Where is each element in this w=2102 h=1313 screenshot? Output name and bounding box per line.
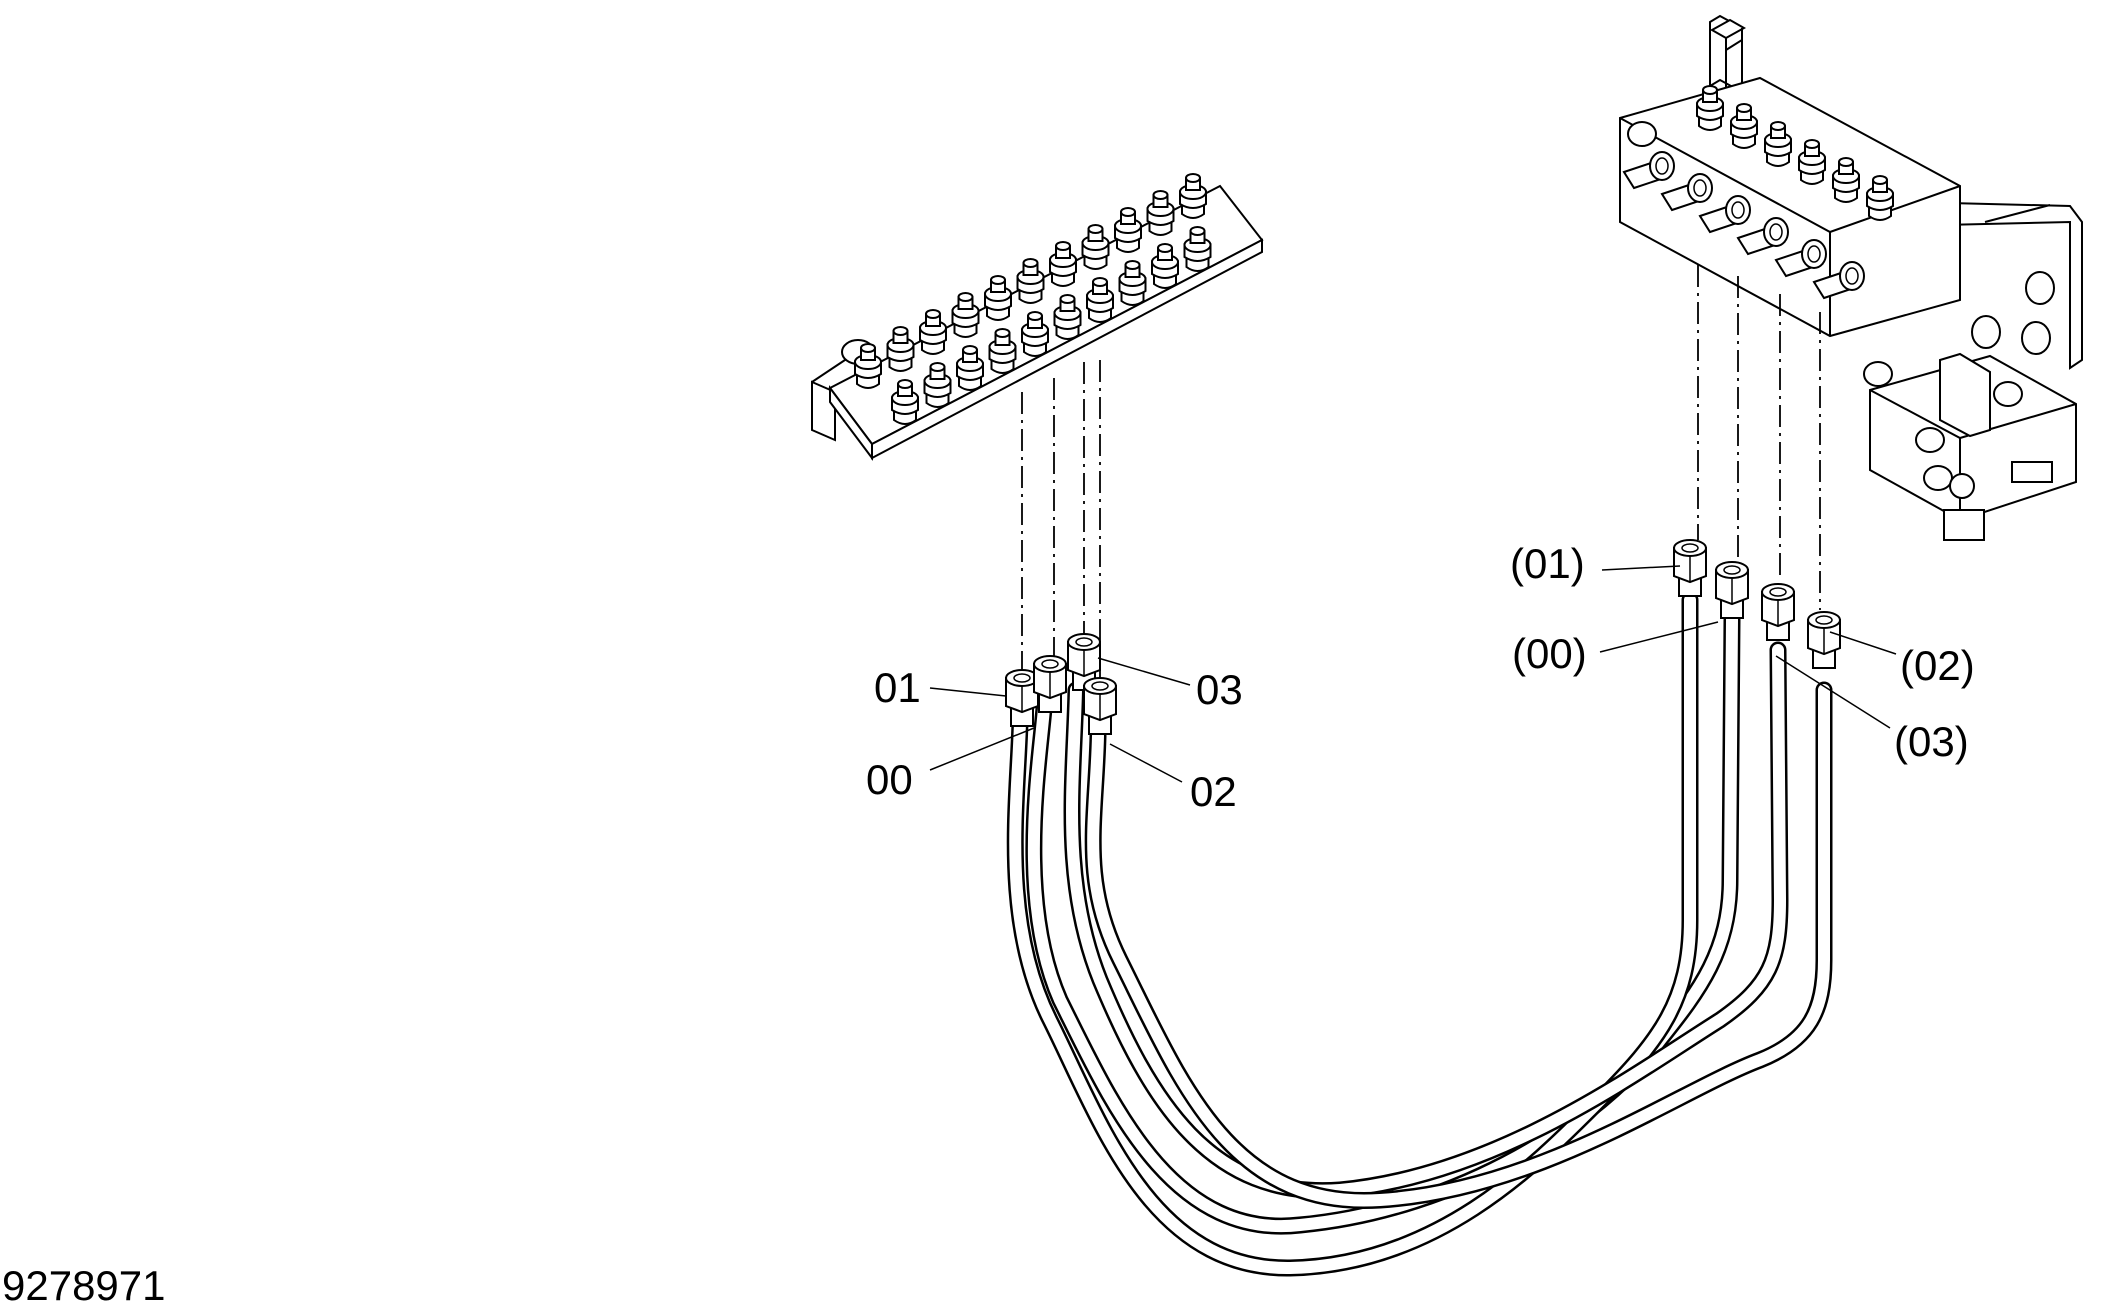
callouts-right: (01) (00) (02) (03) xyxy=(1510,540,1975,765)
grease-nipple-icon xyxy=(1081,224,1110,270)
grease-nipple-icon xyxy=(984,275,1012,321)
hose-02 xyxy=(1084,681,1833,1209)
fitting-left-02 xyxy=(1083,677,1117,735)
callout-right-03: (03) xyxy=(1894,718,1969,765)
grease-nipple-icon xyxy=(1086,277,1114,323)
port-fitting-icon xyxy=(1812,261,1865,300)
hose-end-fittings xyxy=(1005,539,1841,735)
right-valve-assembly xyxy=(1619,14,2083,541)
connection-centerlines xyxy=(1021,265,1821,680)
fitting-left-01 xyxy=(1005,669,1039,727)
leader-lines xyxy=(929,565,1897,783)
port-fitting-icon xyxy=(1774,239,1827,278)
callout-right-02: (02) xyxy=(1900,642,1975,689)
callout-left-03: 03 xyxy=(1196,666,1243,713)
hose-00 xyxy=(1025,611,1741,1235)
grease-nipple-icon xyxy=(886,326,915,372)
bolt-icon xyxy=(1915,427,1945,453)
grease-nipple-icon xyxy=(1696,85,1724,131)
grease-nipple-icon xyxy=(923,362,952,408)
grease-nipple-icon xyxy=(988,328,1017,374)
grease-nipple-icon xyxy=(956,345,984,391)
grease-nipple-icon xyxy=(1146,190,1175,236)
grease-nipple-icon xyxy=(919,309,947,355)
grease-nipple-icon xyxy=(1021,311,1049,357)
grease-nipple-icon xyxy=(1118,260,1147,306)
hose-bundle xyxy=(1006,591,1833,1277)
grease-nipple-icon xyxy=(1151,243,1179,289)
fitting-right-00 xyxy=(1715,561,1749,619)
grease-nipple-icon xyxy=(1730,103,1758,149)
callout-left-02: 02 xyxy=(1190,768,1237,815)
grease-nipple-icon xyxy=(1114,207,1142,253)
grease-nipple-icon xyxy=(1798,139,1826,185)
grease-nipple-icon xyxy=(1832,157,1860,203)
callout-left-01: 01 xyxy=(874,664,921,711)
hose-01 xyxy=(1006,591,1699,1277)
bolt-icon xyxy=(1993,381,2023,407)
bolt-icon xyxy=(1627,121,1657,147)
fitting-left-00 xyxy=(1033,655,1067,713)
port-fitting-icon xyxy=(1736,217,1789,256)
grease-nipple-icon xyxy=(1016,258,1045,304)
port-fitting-icon xyxy=(1660,173,1713,212)
port-fitting-icon xyxy=(1622,151,1675,190)
grease-nipple-icon xyxy=(1179,173,1207,219)
callout-right-00: (00) xyxy=(1512,630,1587,677)
fitting-right-03 xyxy=(1761,583,1795,641)
grease-nipple-icon xyxy=(1049,241,1077,287)
grease-nipple-icon xyxy=(1053,294,1082,340)
grease-nipple-icon xyxy=(1183,226,1212,272)
grease-nipple-icon xyxy=(854,343,882,389)
grease-nipple-icon xyxy=(891,379,919,425)
port-fitting-icon xyxy=(1698,195,1751,234)
fitting-right-02 xyxy=(1807,611,1841,669)
callout-right-01: (01) xyxy=(1510,540,1585,587)
left-manifold-block xyxy=(811,173,1264,461)
document-number: 9278971 xyxy=(2,1262,166,1309)
fitting-right-01 xyxy=(1673,539,1707,597)
callouts-left: 01 00 03 02 xyxy=(866,664,1243,815)
grease-nipple-icon xyxy=(1866,175,1894,221)
fitting-left-03 xyxy=(1067,633,1101,691)
grease-nipple-icon xyxy=(1764,121,1792,167)
callout-left-00: 00 xyxy=(866,756,913,803)
grease-nipple-icon xyxy=(951,292,980,338)
bolt-icon xyxy=(1863,361,1893,387)
